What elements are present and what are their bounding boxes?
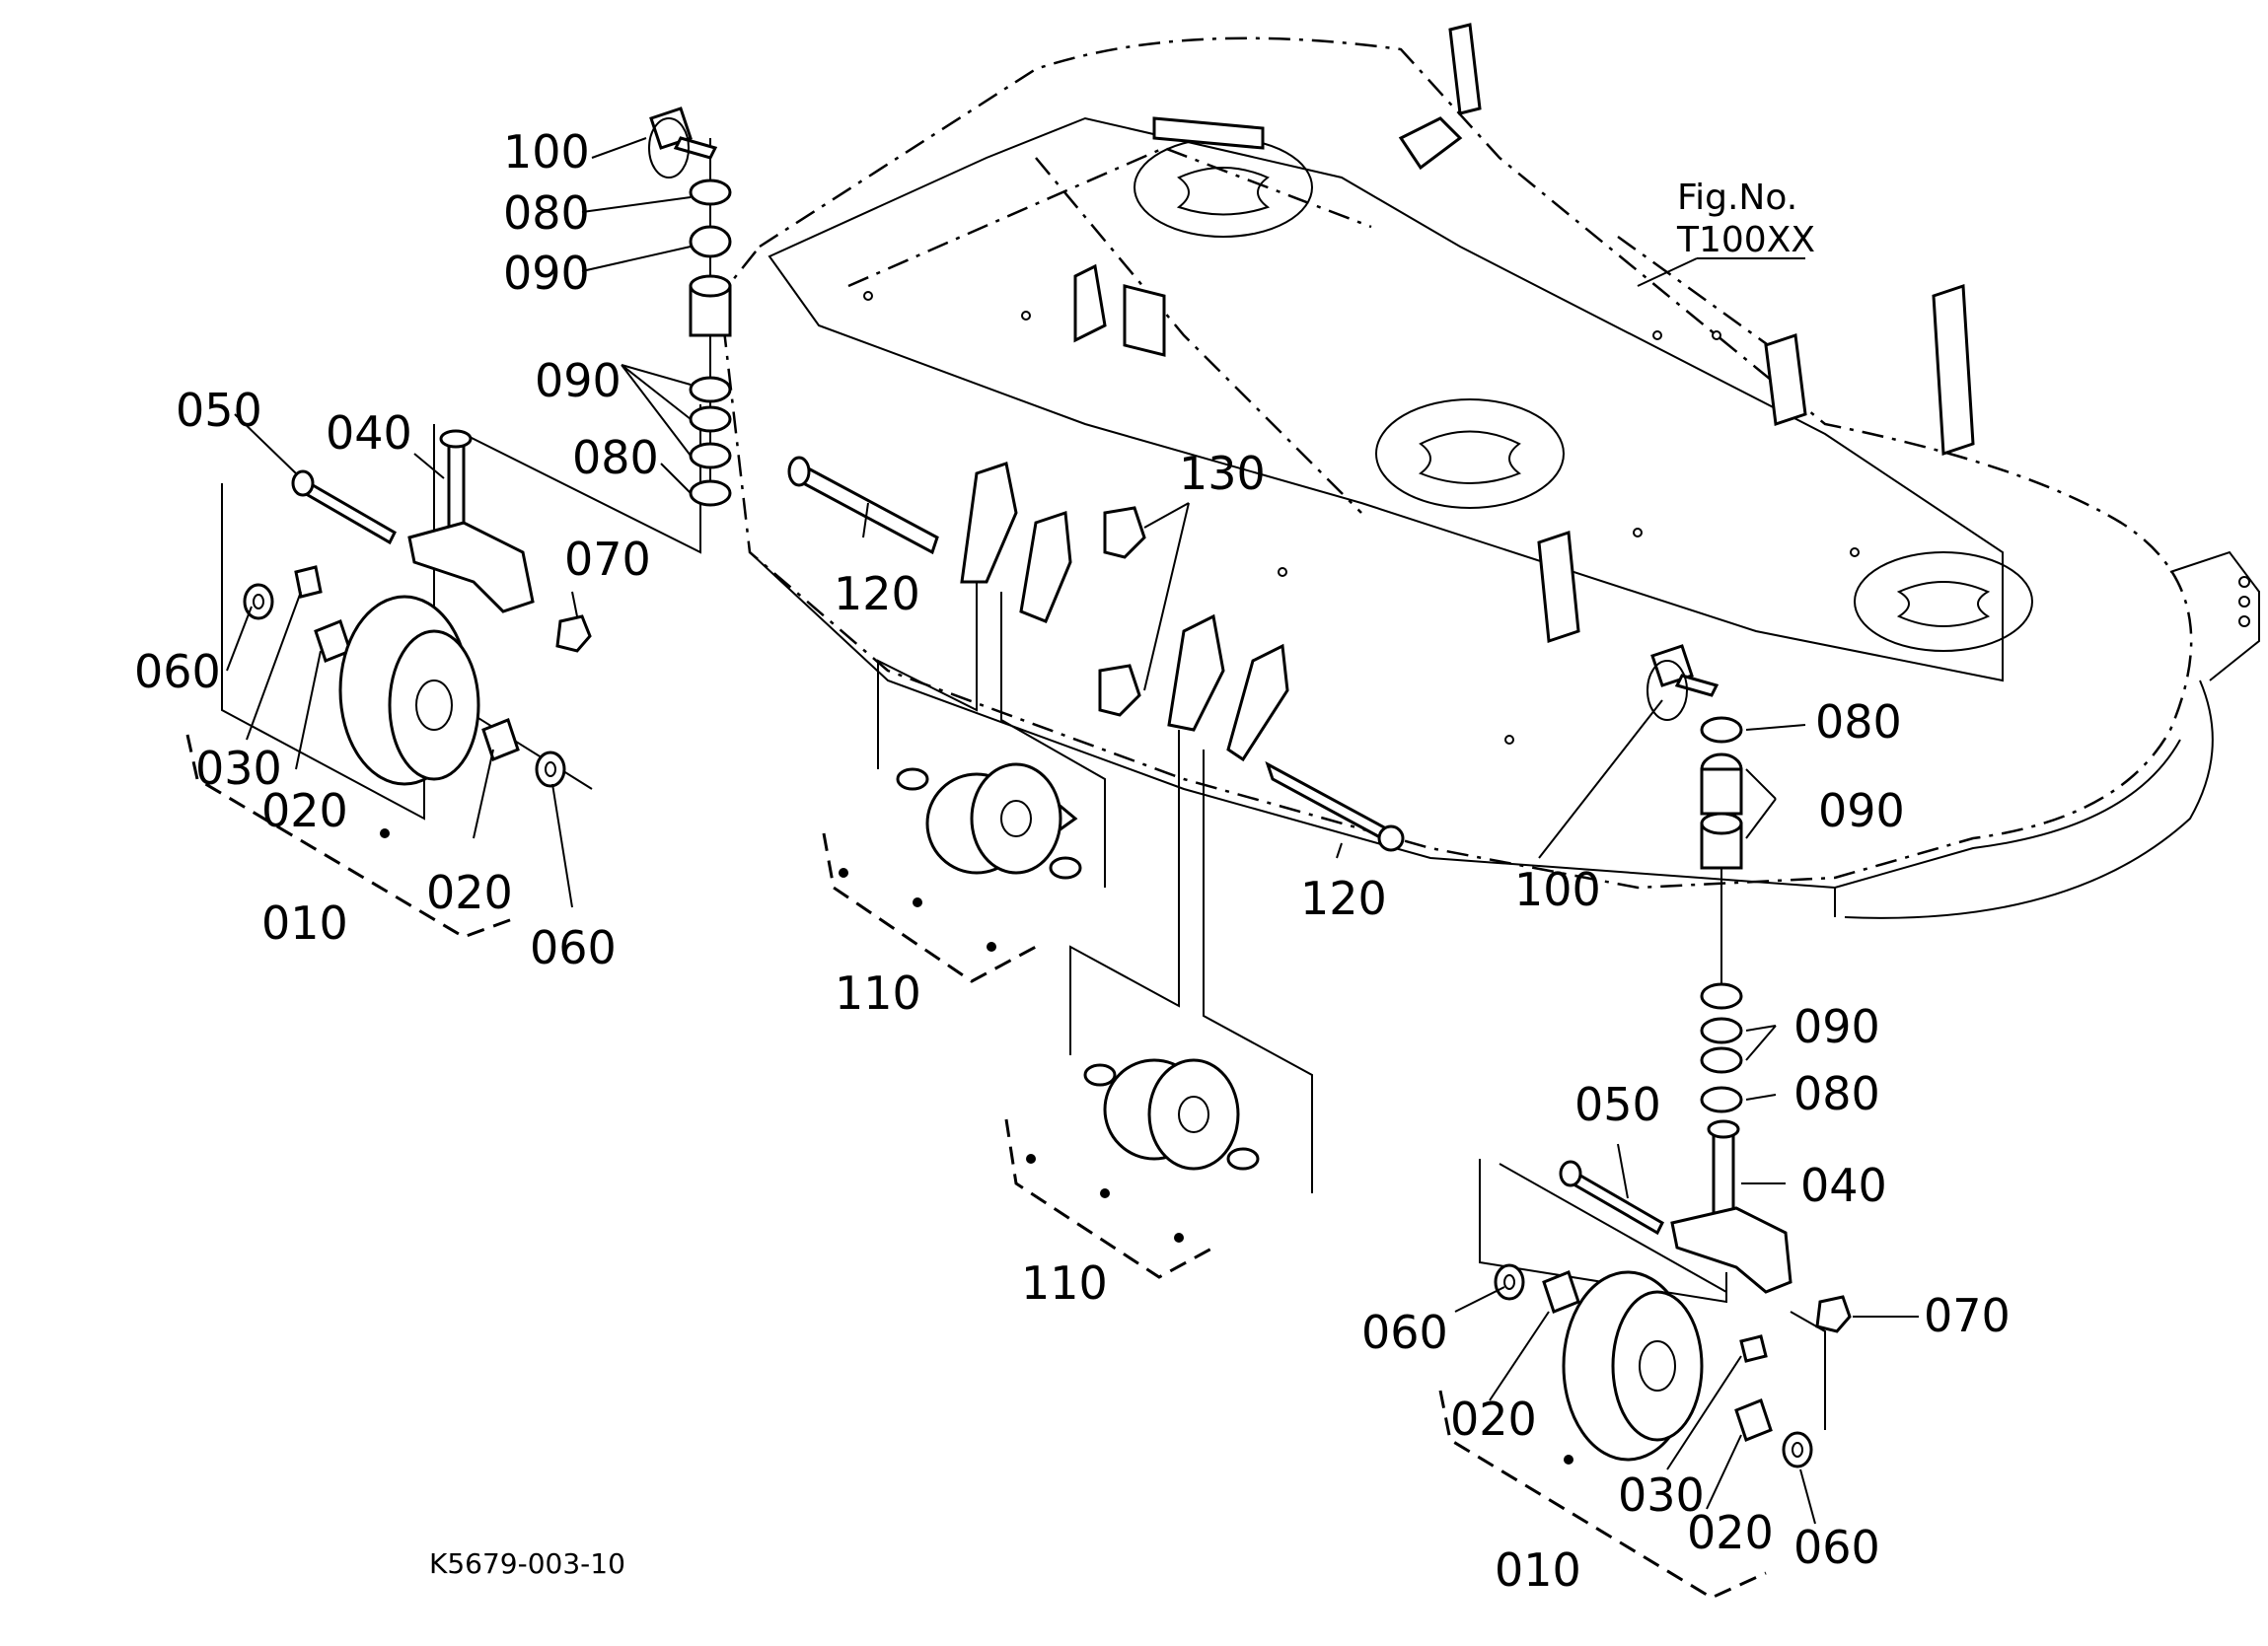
fig-no-leader bbox=[1637, 257, 1805, 287]
callout-020: 020 bbox=[1687, 1506, 1774, 1559]
callout-010: 010 bbox=[261, 896, 348, 950]
callout-010: 010 bbox=[1495, 1543, 1581, 1597]
callout-120: 120 bbox=[1300, 872, 1387, 925]
callout-110: 110 bbox=[1021, 1256, 1108, 1310]
center-rollers bbox=[787, 456, 1405, 1279]
lower-roller bbox=[1083, 1058, 1260, 1171]
callout-030: 030 bbox=[195, 742, 282, 795]
callout-050: 050 bbox=[1574, 1078, 1661, 1131]
spindle-opening-left bbox=[1134, 137, 1313, 238]
callout-080: 080 bbox=[572, 431, 659, 484]
callout-080: 080 bbox=[1793, 1067, 1880, 1120]
callout-020: 020 bbox=[426, 866, 513, 919]
fig-no-label: Fig.No. bbox=[1677, 178, 1797, 218]
callout-040: 040 bbox=[1800, 1159, 1887, 1212]
upper-roller bbox=[896, 762, 1082, 880]
callout-100: 100 bbox=[503, 125, 590, 179]
callout-080: 080 bbox=[1815, 695, 1902, 749]
callout-040: 040 bbox=[326, 406, 412, 460]
left-caster-assembly bbox=[185, 107, 732, 939]
callout-020: 020 bbox=[261, 784, 348, 837]
callout-130: 130 bbox=[1179, 447, 1266, 500]
spindle-opening-center bbox=[1375, 398, 1565, 509]
callout-070: 070 bbox=[1924, 1289, 2011, 1342]
callout-030: 030 bbox=[1618, 1468, 1705, 1522]
callout-090: 090 bbox=[503, 247, 590, 300]
callout-020: 020 bbox=[1450, 1393, 1537, 1446]
callout-leaders bbox=[226, 137, 1919, 1525]
right-caster-wheel bbox=[1562, 1270, 1704, 1462]
fig-no-value: T100XX bbox=[1676, 220, 1815, 260]
right-caster-assembly bbox=[1438, 644, 1852, 1600]
callout-090: 090 bbox=[1818, 784, 1905, 837]
callout-090: 090 bbox=[535, 354, 622, 407]
callout-070: 070 bbox=[564, 533, 651, 586]
callout-060: 060 bbox=[530, 921, 617, 974]
mower-deck bbox=[718, 23, 2260, 919]
drawing-code: K5679-003-10 bbox=[429, 1547, 625, 1580]
callout-050: 050 bbox=[176, 384, 262, 437]
callout-090: 090 bbox=[1793, 1000, 1880, 1053]
callout-060: 060 bbox=[1793, 1521, 1880, 1574]
callout-labels: 100 080 090 090 080 050 040 070 060 030 … bbox=[134, 125, 2011, 1597]
callout-080: 080 bbox=[503, 186, 590, 240]
callout-060: 060 bbox=[1361, 1306, 1448, 1359]
callout-110: 110 bbox=[835, 966, 921, 1020]
spindle-opening-right bbox=[1854, 551, 2033, 652]
left-caster-wheel bbox=[338, 595, 480, 786]
callout-100: 100 bbox=[1514, 863, 1601, 916]
callout-120: 120 bbox=[834, 567, 920, 620]
callout-060: 060 bbox=[134, 645, 221, 698]
